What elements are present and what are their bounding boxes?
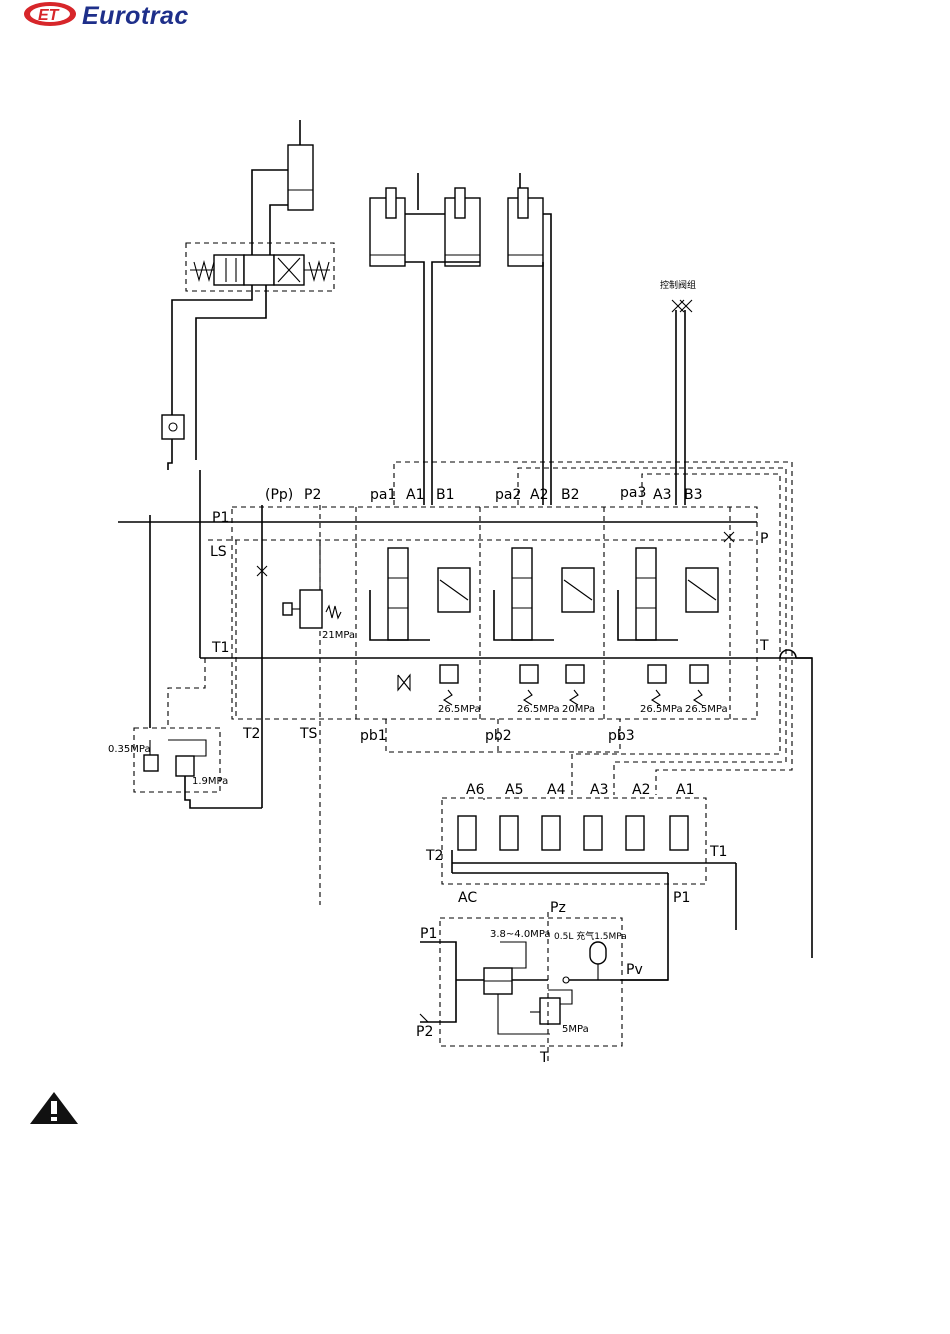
svg-text:26.5MPa: 26.5MPa xyxy=(438,704,481,715)
section-3 xyxy=(618,548,718,705)
svg-text:1.9MPa: 1.9MPa xyxy=(192,776,228,787)
svg-text:Pv: Pv xyxy=(626,962,643,978)
svg-text:(Pp): (Pp) xyxy=(265,487,293,503)
main-block-labels: P1 (Pp) P2 pa1 A1 B1 pa2 A2 B2 pa3 A3 B3… xyxy=(210,485,769,744)
svg-text:AC: AC xyxy=(458,890,477,906)
warning-triangle-icon xyxy=(30,1092,78,1124)
svg-text:pa3: pa3 xyxy=(620,485,646,501)
svg-text:T: T xyxy=(539,1050,549,1066)
svg-text:A2: A2 xyxy=(530,487,548,503)
directional-valve-top xyxy=(172,243,334,460)
svg-text:0.35MPa: 0.35MPa xyxy=(108,744,151,755)
svg-text:P1: P1 xyxy=(673,890,690,906)
lower-left-valve: 0.35MPa 1.9MPa xyxy=(108,728,262,808)
right-lines-top: 控制阀组 xyxy=(660,279,696,505)
section-1 xyxy=(370,548,470,705)
check-valve-small xyxy=(162,415,184,470)
svg-text:T2: T2 xyxy=(425,848,443,864)
svg-text:A3: A3 xyxy=(653,487,671,503)
svg-text:T1: T1 xyxy=(211,640,229,656)
svg-text:A6: A6 xyxy=(466,782,485,798)
svg-text:A2: A2 xyxy=(632,782,650,798)
svg-text:B3: B3 xyxy=(684,487,703,503)
svg-text:20MPa: 20MPa xyxy=(562,704,595,715)
cylinder-group xyxy=(370,173,551,505)
pilot-valves xyxy=(458,816,688,850)
svg-text:3.8~4.0MPa: 3.8~4.0MPa xyxy=(490,929,551,940)
svg-text:A1: A1 xyxy=(406,487,424,503)
pilot-lines-upper xyxy=(394,462,792,795)
svg-text:B2: B2 xyxy=(561,487,580,503)
svg-text:26.5MPa: 26.5MPa xyxy=(517,704,560,715)
svg-text:pb1: pb1 xyxy=(360,728,387,744)
svg-text:pa2: pa2 xyxy=(495,487,521,503)
svg-text:P1: P1 xyxy=(420,926,437,942)
svg-text:A1: A1 xyxy=(676,782,694,798)
svg-text:0.5L 充气1.5MPa: 0.5L 充气1.5MPa xyxy=(554,930,627,942)
svg-text:Pz: Pz xyxy=(550,900,566,916)
svg-text:T2: T2 xyxy=(242,726,260,742)
svg-text:5MPa: 5MPa xyxy=(562,1024,589,1035)
svg-text:26.5MPa: 26.5MPa xyxy=(640,704,683,715)
top-cylinder xyxy=(252,120,313,255)
svg-text:A5: A5 xyxy=(505,782,523,798)
supply-block: Pz P1 P2 Pv T 3.8~4.0MPa 0.5L 充气1.5MPa 5… xyxy=(416,900,668,1066)
svg-text:A4: A4 xyxy=(547,782,566,798)
svg-text:T1: T1 xyxy=(709,844,727,860)
svg-text:P: P xyxy=(760,531,768,547)
svg-text:TS: TS xyxy=(299,726,318,742)
svg-text:LS: LS xyxy=(210,544,227,560)
svg-text:P2: P2 xyxy=(304,487,321,503)
svg-text:T: T xyxy=(759,638,769,654)
svg-text:pb2: pb2 xyxy=(485,728,512,744)
svg-text:A3: A3 xyxy=(590,782,608,798)
svg-text:26.5MPa: 26.5MPa xyxy=(685,704,728,715)
pilot-block: A6 A5 A4 A3 A2 A1 T2 T1 AC P1 xyxy=(425,782,736,980)
svg-text:pb3: pb3 xyxy=(608,728,635,744)
svg-text:pa1: pa1 xyxy=(370,487,396,503)
section-2 xyxy=(494,548,594,705)
svg-text:P1: P1 xyxy=(212,510,229,526)
svg-text:控制阀组: 控制阀组 xyxy=(660,279,696,291)
svg-text:21MPa: 21MPa xyxy=(322,630,355,641)
svg-text:P2: P2 xyxy=(416,1024,433,1040)
svg-text:B1: B1 xyxy=(436,487,455,503)
